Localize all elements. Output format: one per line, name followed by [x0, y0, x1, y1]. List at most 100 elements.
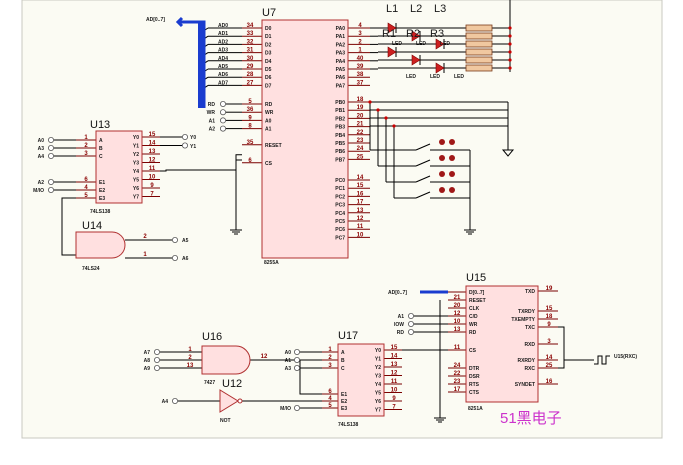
- u12-net: A4: [162, 399, 169, 405]
- junction-dot: [368, 100, 372, 104]
- u7-pc-label: PC0: [335, 178, 345, 184]
- u7-pin-number: 34: [247, 23, 254, 29]
- u15-right-number: 25: [546, 363, 553, 369]
- u7-pc-number: 14: [357, 175, 364, 181]
- u13-in-label: E2: [99, 188, 105, 194]
- u16-out: [250, 359, 322, 395]
- u16-in-net: A7: [144, 350, 151, 356]
- clock-label: U15(RXC): [614, 354, 637, 360]
- u13-in-terminal: [48, 152, 55, 159]
- u13-in-label: E1: [99, 180, 105, 186]
- u13-in-number: 5: [84, 193, 88, 199]
- u15-left-number: 17: [454, 387, 461, 393]
- y0-terminal: [181, 133, 188, 140]
- resistor-body: [465, 32, 493, 40]
- u7-pb-label: PB7: [335, 157, 345, 163]
- u7-pin-label: D0: [265, 26, 272, 32]
- u15-ctrl-terminal: [407, 328, 414, 335]
- u7-ctrl-net: A2: [209, 127, 216, 133]
- u13-ref: U13: [90, 119, 110, 131]
- u15-left-number: 10: [454, 319, 461, 325]
- u13-in-net: A3: [38, 146, 45, 152]
- u17-part: 74LS138: [338, 422, 359, 428]
- u7-pa-number: 40: [357, 56, 364, 62]
- u17-in-number: 1: [328, 347, 332, 353]
- u17-out-label: Y5: [375, 391, 381, 397]
- u13-out-label: Y1: [133, 144, 139, 150]
- u15-right-number: 9: [547, 322, 551, 328]
- led-diode: [387, 22, 397, 34]
- u15-right-label: SYNDET: [515, 382, 535, 388]
- u7-pin-number: 32: [247, 39, 254, 45]
- u15-left-number: 13: [454, 327, 461, 333]
- u7-pc-label: PC1: [335, 186, 345, 192]
- u13-in-terminal: [48, 186, 55, 193]
- resistor-body: [465, 24, 493, 32]
- u7-net-label: AD7: [218, 80, 228, 86]
- u15-right-number: 19: [546, 286, 553, 292]
- resistor-body: [465, 48, 493, 56]
- u7-pb-number: 20: [357, 113, 364, 119]
- u15-part: 8251A: [468, 406, 483, 412]
- u7-ctrl-net: RD: [208, 102, 216, 108]
- u7-pa-number: 37: [357, 80, 364, 86]
- u7-ctrl-pin-number: 35: [247, 140, 254, 146]
- u17-in-number: 6: [328, 389, 332, 395]
- u14-pin: 1: [143, 252, 147, 258]
- u15-right-label: TXEMPTY: [511, 317, 535, 323]
- u17-in-label: E1: [341, 392, 347, 398]
- u7-pb-number: 23: [357, 138, 364, 144]
- u15-ctrl-net: IOW: [394, 322, 404, 328]
- u15-left-label: CLK: [469, 306, 480, 312]
- u16-in-terminal: [153, 364, 160, 371]
- u15-right-label: TXRDY: [518, 309, 536, 315]
- u17-in-terminal: [293, 356, 300, 363]
- u13-in-net: A4: [38, 154, 45, 160]
- u13-in-terminal: [48, 144, 55, 151]
- u13-out-number: 11: [149, 166, 156, 172]
- u7-pin-label: D2: [265, 42, 272, 48]
- u7-ctrl-terminal: [219, 125, 226, 132]
- resistor-ref: R2: [406, 28, 420, 40]
- u13-out-number: 10: [149, 175, 156, 181]
- u7-pc-number: 11: [357, 224, 364, 230]
- resistor-body: [465, 40, 493, 48]
- watermark: 51黑电子: [500, 410, 562, 427]
- u7-pb-label: PB6: [335, 149, 345, 155]
- u13-in-net: A2: [38, 180, 45, 186]
- u7-pin-number: 27: [247, 80, 254, 86]
- u7-pc-label: PC6: [335, 227, 345, 233]
- u13-e3-loop: [61, 197, 76, 256]
- junction-dot: [508, 26, 512, 30]
- junction-dot: [384, 116, 388, 120]
- resistor-ref: R3: [430, 28, 444, 40]
- u13-out-number: 13: [149, 149, 156, 155]
- junction-dot: [376, 108, 380, 112]
- led-diode: [435, 38, 445, 50]
- u7-pa-label: PA7: [336, 83, 346, 89]
- u16-out-pin: 12: [261, 354, 268, 360]
- u7-pc-label: PC4: [335, 211, 345, 217]
- u7-pin-number: 31: [247, 48, 254, 54]
- u7-ctrl-pin-label: RD: [265, 102, 273, 108]
- u17-out-label: Y3: [375, 374, 381, 380]
- u14-part: 74LS24: [82, 266, 100, 272]
- u16-in-pin: 2: [188, 355, 192, 361]
- u7-net-label: AD6: [218, 72, 228, 78]
- u7-pa-label: PA2: [336, 42, 346, 48]
- bus-bar: [198, 22, 204, 108]
- cs-wire: [235, 154, 242, 222]
- u13-in-number: 4: [84, 185, 88, 191]
- u7-pb-number: 19: [357, 105, 364, 111]
- u15-left-number: 23: [454, 379, 461, 385]
- junction-dot: [508, 58, 512, 62]
- u7-ctrl-pin-number: 8: [248, 124, 252, 130]
- led-text: LED: [440, 41, 450, 47]
- junction-dot: [508, 66, 512, 70]
- u13-in-terminal: [48, 136, 55, 143]
- u17-out-number: 15: [391, 345, 398, 351]
- u7-pa-label: PA5: [336, 67, 346, 73]
- u17-out-number: 14: [391, 354, 398, 360]
- u7-pin-label: D5: [265, 67, 272, 73]
